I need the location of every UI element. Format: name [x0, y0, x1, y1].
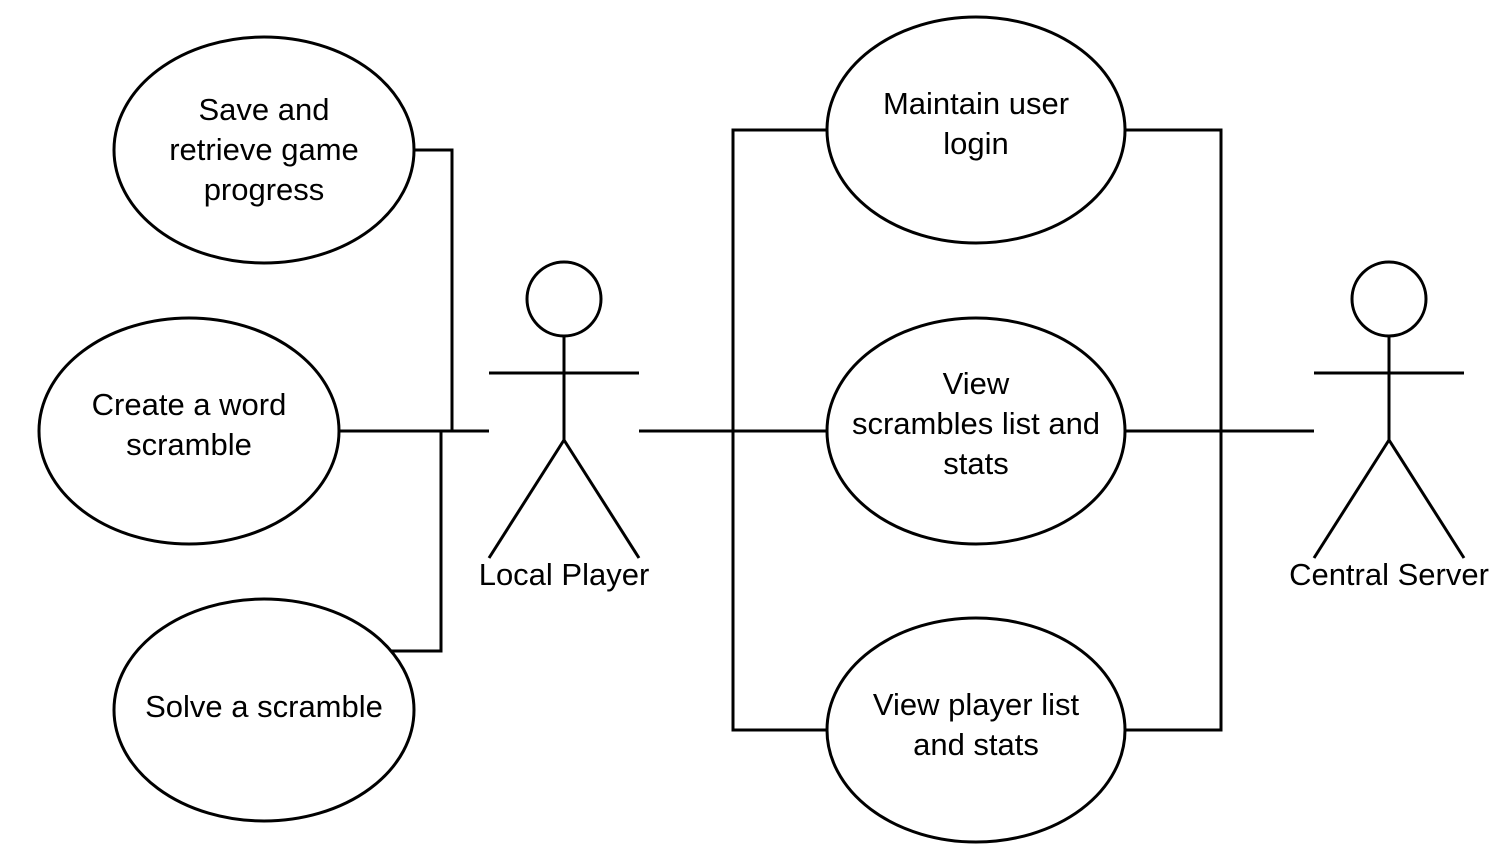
- local-player-head: [525, 260, 603, 338]
- use-case-save-retrieve-label: Save and retrieve game progress: [169, 92, 359, 207]
- local-player-right-leg: [562, 439, 641, 559]
- local-player-left-leg: [487, 439, 566, 559]
- central-server-right-leg: [1387, 439, 1466, 559]
- connector-save-retrieve: [414, 148, 454, 431]
- actor-central-server-label: Central Server: [1289, 557, 1489, 592]
- connector-local-player-bus: [731, 128, 827, 732]
- connector-solve-scramble: [390, 431, 443, 653]
- use-case-maintain-login-ellipse: [825, 15, 1127, 245]
- actor-local-player-figure: [487, 260, 641, 559]
- use-case-view-scrambles-label: View scrambles list and stats: [851, 366, 1101, 481]
- use-case-create-scramble-label: Create a word scramble: [91, 387, 287, 462]
- use-case-save-retrieve-ellipse: [112, 35, 416, 265]
- use-case-view-players-ellipse: [825, 616, 1127, 844]
- use-case-maintain-login-label: Maintain user login: [882, 86, 1070, 161]
- actor-central-server-figure: [1312, 260, 1466, 559]
- use-case-view-scrambles-ellipse: [825, 316, 1127, 546]
- use-case-view-players-label: View player list and stats: [872, 687, 1080, 762]
- actor-local-player-label: Local Player: [478, 557, 650, 592]
- use-case-solve-scramble-ellipse: [112, 597, 416, 823]
- use-case-solve-scramble-label: Solve a scramble: [145, 689, 383, 724]
- central-server-head: [1350, 260, 1428, 338]
- central-server-left-leg: [1312, 439, 1391, 559]
- use-case-create-scramble-ellipse: [37, 316, 341, 546]
